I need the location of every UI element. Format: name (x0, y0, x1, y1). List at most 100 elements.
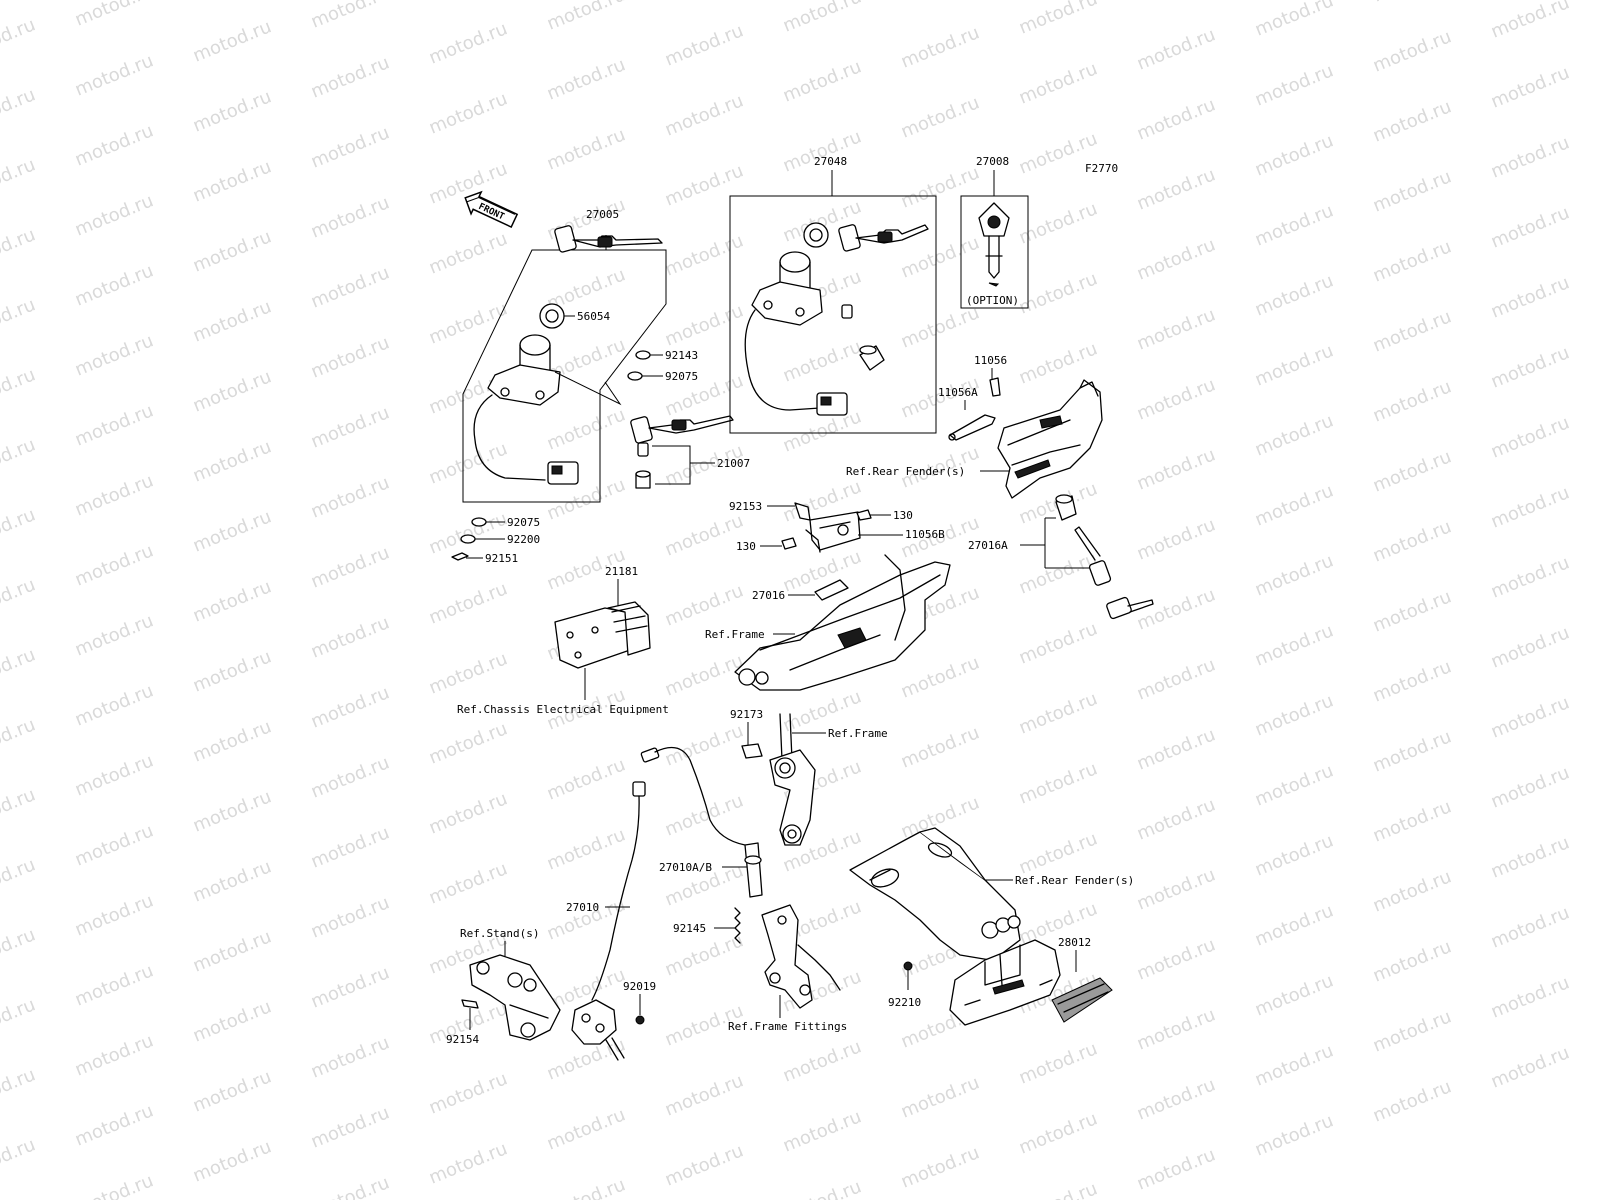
rear-fender-lower: Ref.Rear Fender(s) 92210 28012 (849, 827, 1134, 1026)
watermark-text: motod.ru (1016, 1108, 1100, 1158)
watermark-text: motod.ru (1016, 268, 1100, 318)
watermark-text: motod.ru (1370, 306, 1454, 356)
watermark-text: motod.ru (308, 1102, 392, 1152)
watermark-text: motod.ru (544, 54, 628, 104)
watermark-text: motod.ru (1488, 0, 1572, 43)
watermark-text: motod.ru (72, 1170, 156, 1200)
watermark-text: motod.ru (72, 260, 156, 310)
diagram-code: F2770 (1085, 162, 1118, 175)
watermark-text: motod.ru (898, 232, 982, 282)
watermark-text: motod.ru (1370, 236, 1454, 286)
watermark-text: motod.ru (1370, 796, 1454, 846)
keys-21007: 21007 (630, 415, 750, 489)
watermark-text: motod.ru (426, 718, 510, 768)
watermark-text: motod.ru (308, 52, 392, 102)
watermark-text: motod.ru (1252, 340, 1336, 390)
watermark-text: motod.ru (1016, 58, 1100, 108)
watermark-text: motod.ru (0, 504, 38, 554)
watermark-text: motod.ru (544, 404, 628, 454)
watermark-text: motod.ru (1252, 970, 1336, 1020)
watermark-text: motod.ru (190, 856, 274, 906)
watermark-text: motod.ru (426, 18, 510, 68)
watermark-text: motod.ru (0, 84, 38, 134)
watermark-text: motod.ru (1488, 832, 1572, 882)
watermark-text: motod.ru (190, 86, 274, 136)
watermark-text: motod.ru (1134, 1004, 1218, 1054)
frame-lower: 92173 Ref.Frame (730, 708, 888, 846)
watermark-text: motod.ru (1016, 0, 1100, 39)
watermark-text: motod.ru (72, 330, 156, 380)
watermark-text: motod.ru (0, 224, 38, 274)
watermark-text: motod.ru (780, 0, 864, 37)
watermark-text: motod.ru (544, 1104, 628, 1154)
part-92143: 92143 (665, 349, 698, 362)
watermark-text: motod.ru (1134, 24, 1218, 74)
watermark-text: motod.ru (1134, 864, 1218, 914)
watermark-text: motod.ru (1134, 444, 1218, 494)
watermark-text: motod.ru (898, 302, 982, 352)
watermark-text: motod.ru (1016, 1178, 1100, 1200)
watermark-text: motod.ru (662, 230, 746, 280)
watermark-text: motod.ru (898, 0, 982, 3)
stand-bracket: Ref.Stand(s) 92154 (446, 927, 561, 1046)
watermark-text: motod.ru (1488, 62, 1572, 112)
watermark-text: motod.ru (662, 1140, 746, 1190)
watermark-text: motod.ru (1488, 1042, 1572, 1092)
part-92145: 92145 (673, 922, 706, 935)
keys-27016A: 27016A (968, 494, 1154, 620)
watermark-text: motod.ru (1134, 1144, 1218, 1194)
watermark-text: motod.ru (1252, 480, 1336, 530)
part-11056: 11056 (974, 354, 1007, 367)
watermark-text: motod.ru (544, 754, 628, 804)
watermark-text: motod.ru (0, 644, 38, 694)
watermark-text: motod.ru (1016, 338, 1100, 388)
part-130-a: 130 (893, 509, 913, 522)
watermark-text: motod.ru (308, 262, 392, 312)
watermark-text: motod.ru (1134, 934, 1218, 984)
watermark-text: motod.ru (426, 298, 510, 348)
watermark-text: motod.ru (0, 924, 38, 974)
watermark-text: motod.ru (1370, 26, 1454, 76)
watermark-text: motod.ru (0, 154, 38, 204)
watermark-text: motod.ru (190, 646, 274, 696)
watermark-text: motod.ru (1370, 446, 1454, 496)
watermark-text: motod.ru (898, 162, 982, 212)
key-icon (554, 225, 663, 253)
ref-rear-fender-1: Ref.Rear Fender(s) (846, 465, 965, 478)
watermark-text: motod.ru (72, 750, 156, 800)
watermark-text: motod.ru (1488, 902, 1572, 952)
watermark-text: motod.ru (0, 994, 38, 1044)
watermark-text: motod.ru (190, 16, 274, 66)
ref-stands: Ref.Stand(s) (460, 927, 539, 940)
watermark-text: motod.ru (72, 0, 156, 31)
part-27008: 27008 (976, 155, 1009, 168)
watermark-text: motod.ru (1134, 234, 1218, 284)
watermark-text: motod.ru (898, 22, 982, 72)
side-stand-switch-27010: 27010A/B 27010 92019 (566, 746, 763, 1061)
watermark-text: motod.ru (72, 120, 156, 170)
part-21181: 21181 (605, 565, 638, 578)
watermark-text: motod.ru (898, 1072, 982, 1122)
watermark-text: motod.ru (72, 400, 156, 450)
watermark-text: motod.ru (1370, 936, 1454, 986)
watermark-text: motod.ru (190, 786, 274, 836)
watermark-text: motod.ru (1134, 724, 1218, 774)
watermark-text: motod.ru (1370, 0, 1454, 7)
watermark-text: motod.ru (72, 470, 156, 520)
part-56054: 56054 (577, 310, 610, 323)
watermark-text: motod.ru (780, 1036, 864, 1086)
watermark-text: motod.ru (662, 0, 746, 1)
watermark-text: motod.ru (308, 822, 392, 872)
option-label: (OPTION) (966, 294, 1019, 307)
watermark-text: motod.ru (1252, 200, 1336, 250)
watermark-text: motod.ru (1134, 94, 1218, 144)
part-27005: 27005 (586, 208, 619, 221)
watermark-text: motod.ru (1134, 1074, 1218, 1124)
watermark-text: motod.ru (662, 20, 746, 70)
watermark-text: motod.ru (1488, 272, 1572, 322)
watermark-text: motod.ru (72, 190, 156, 240)
part-130-b: 130 (736, 540, 756, 553)
watermark-text: motod.ru (662, 160, 746, 210)
watermark-text: motod.ru (426, 228, 510, 278)
watermark-text: motod.ru (662, 1070, 746, 1120)
